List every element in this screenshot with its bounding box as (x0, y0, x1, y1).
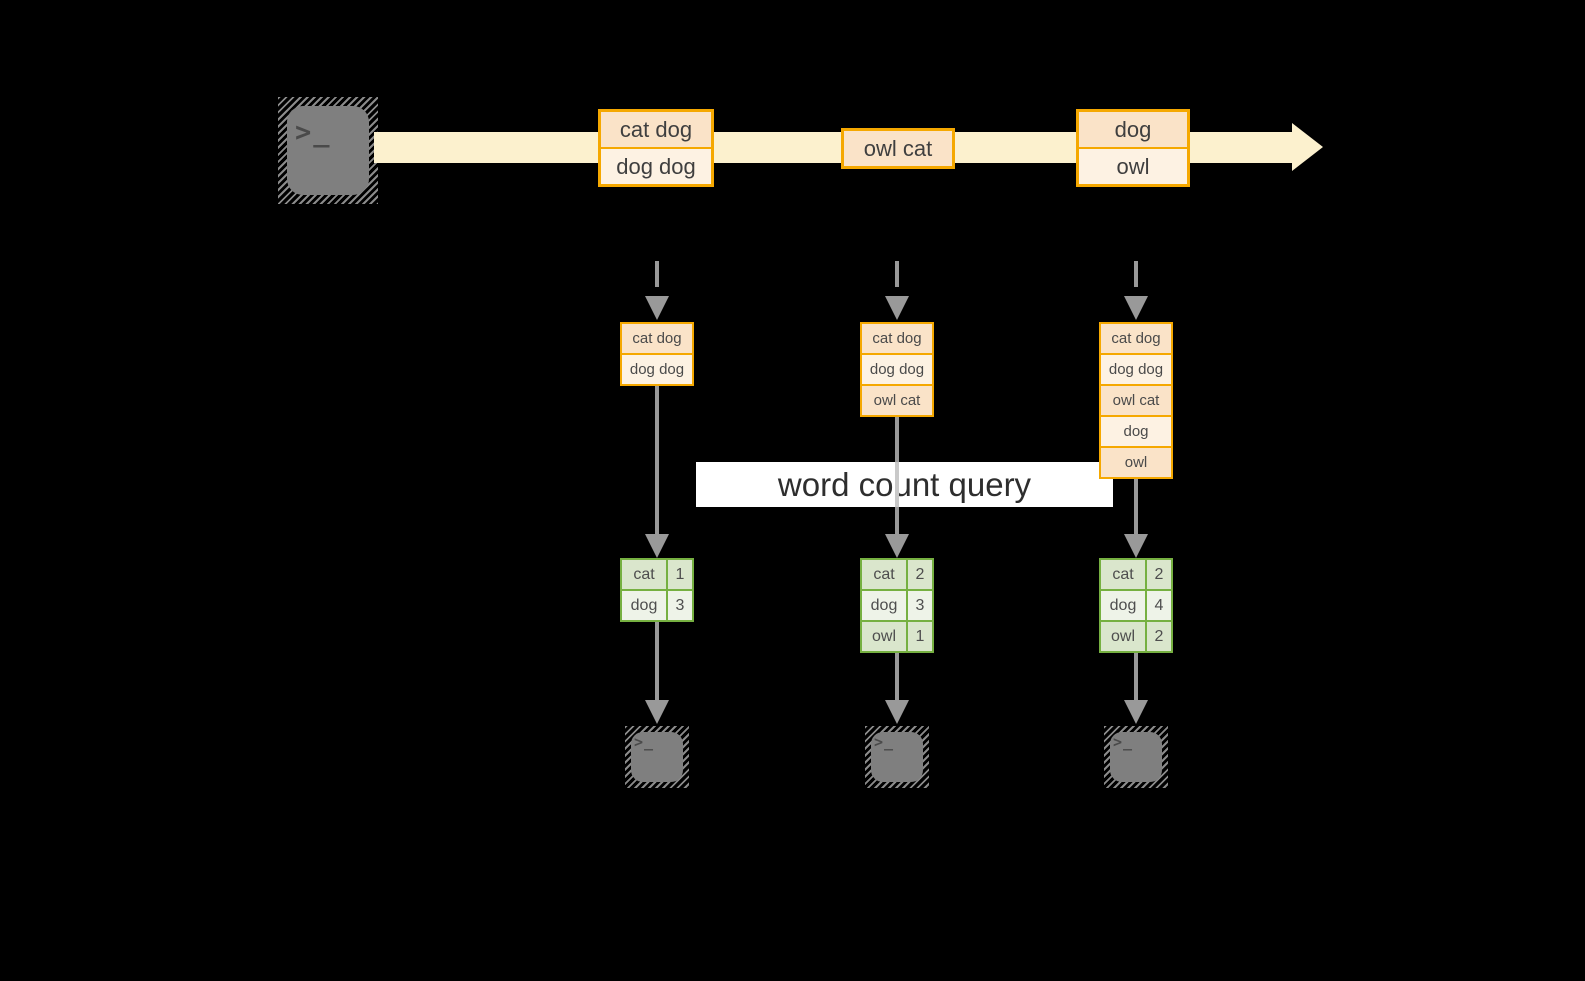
sink-terminal-icon: >_ (625, 726, 689, 788)
count-cell: 1 (908, 622, 932, 651)
count-cell: 4 (1147, 591, 1171, 620)
stream-event-2: owl cat (841, 128, 955, 169)
arrowhead-icon (1124, 700, 1148, 724)
count-table-2: cat 2 dog 3 owl 1 (860, 558, 934, 653)
arrowhead-icon (1124, 296, 1148, 320)
word-cell: dog (1101, 591, 1145, 620)
terminal-prompt-icon: >_ (874, 733, 895, 751)
sink-terminal-icon: >_ (1104, 726, 1168, 788)
buffer-record: dog dog (622, 355, 692, 384)
table-row: cat 1 (622, 560, 692, 589)
table-row: cat 2 (1101, 560, 1171, 589)
dashed-arrow-icon (1134, 261, 1138, 287)
arrowhead-icon (885, 700, 909, 724)
arrowhead-icon (885, 296, 909, 320)
table-row: dog 3 (622, 591, 692, 620)
count-cell: 2 (908, 560, 932, 589)
word-cell: cat (862, 560, 906, 589)
flow-line (655, 386, 659, 534)
arrowhead-icon (645, 534, 669, 558)
word-cell: dog (862, 591, 906, 620)
buffer-record: owl (1101, 448, 1171, 477)
stream-record: dog dog (601, 149, 711, 184)
terminal-prompt-icon: >_ (1113, 733, 1134, 751)
flow-line (1134, 479, 1138, 534)
count-table-1: cat 1 dog 3 (620, 558, 694, 622)
arrowhead-icon (885, 534, 909, 558)
terminal-screen (871, 732, 923, 782)
stream-event-1: cat dog dog dog (598, 109, 714, 187)
stream-event-3: dog owl (1076, 109, 1190, 187)
flow-line (1134, 653, 1138, 700)
record-buffer-1: cat dog dog dog (620, 322, 694, 386)
word-cell: cat (622, 560, 666, 589)
buffer-record: owl cat (862, 386, 932, 415)
flow-line (655, 622, 659, 700)
dashed-arrow-icon (895, 261, 899, 287)
table-row: owl 2 (1101, 622, 1171, 651)
count-cell: 3 (668, 591, 692, 620)
stream-record: dog (1079, 112, 1187, 147)
arrowhead-icon (645, 700, 669, 724)
query-label: word count query (777, 466, 1032, 503)
word-cell: owl (862, 622, 906, 651)
table-row: dog 4 (1101, 591, 1171, 620)
terminal-prompt-icon: >_ (295, 117, 332, 148)
buffer-record: owl cat (1101, 386, 1171, 415)
terminal-screen (1110, 732, 1162, 782)
terminal-screen (287, 106, 369, 195)
count-cell: 1 (668, 560, 692, 589)
record-buffer-3: cat dog dog dog owl cat dog owl (1099, 322, 1173, 479)
arrowhead-icon (1124, 534, 1148, 558)
buffer-record: cat dog (1101, 324, 1171, 353)
record-buffer-2: cat dog dog dog owl cat (860, 322, 934, 417)
terminal-prompt-icon: >_ (634, 733, 655, 751)
word-cell: cat (1101, 560, 1145, 589)
source-terminal-icon: >_ (278, 97, 378, 204)
word-cell: owl (1101, 622, 1145, 651)
query-label-band: word count query (696, 462, 1113, 507)
sink-terminal-icon: >_ (865, 726, 929, 788)
flow-line (895, 653, 899, 700)
count-cell: 2 (1147, 622, 1171, 651)
dashed-arrow-icon (655, 261, 659, 287)
buffer-record: cat dog (622, 324, 692, 353)
buffer-record: cat dog (862, 324, 932, 353)
buffer-record: dog dog (1101, 355, 1171, 384)
buffer-record: dog (1101, 417, 1171, 446)
count-cell: 2 (1147, 560, 1171, 589)
table-row: owl 1 (862, 622, 932, 651)
count-table-3: cat 2 dog 4 owl 2 (1099, 558, 1173, 653)
stream-record: cat dog (601, 112, 711, 147)
word-cell: dog (622, 591, 666, 620)
count-cell: 3 (908, 591, 932, 620)
table-row: dog 3 (862, 591, 932, 620)
terminal-screen (631, 732, 683, 782)
stream-arrowhead-icon (1292, 123, 1323, 171)
table-row: cat 2 (862, 560, 932, 589)
arrowhead-icon (645, 296, 669, 320)
stream-record: owl cat (844, 131, 952, 166)
flow-line-through-band (895, 462, 899, 507)
stream-record: owl (1079, 149, 1187, 184)
buffer-record: dog dog (862, 355, 932, 384)
